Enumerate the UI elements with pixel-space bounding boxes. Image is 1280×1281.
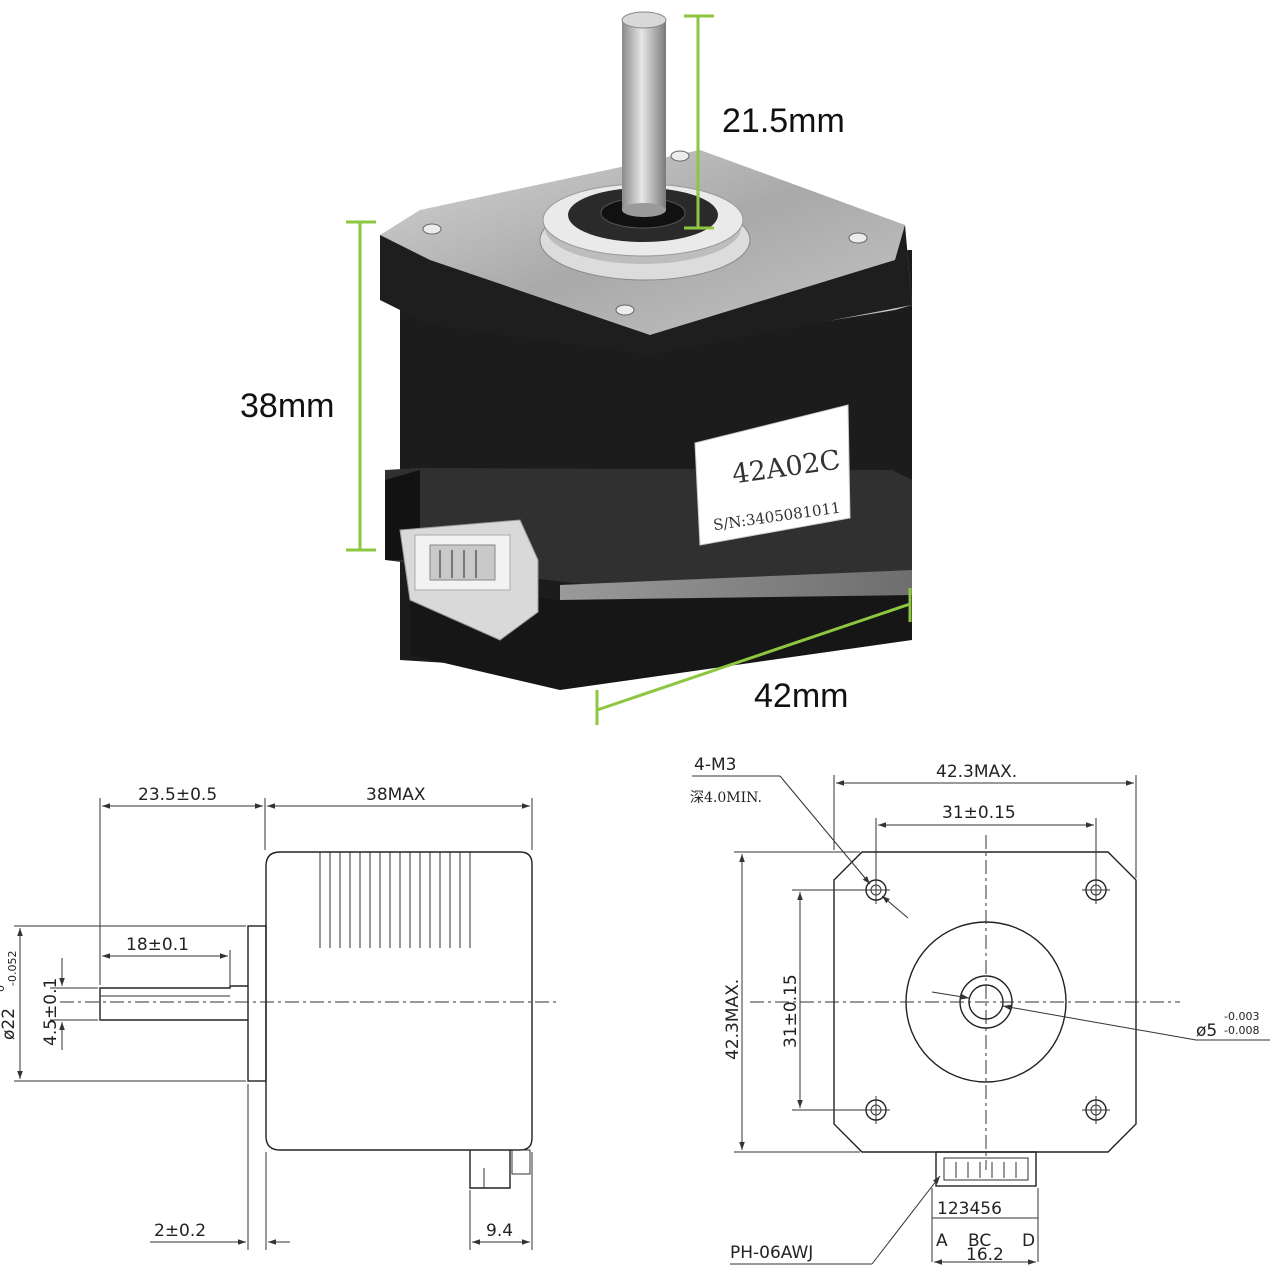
side-dim-boss-diameter-label: ø22 (0, 1008, 19, 1040)
front-dim-hole-spacing-v-label: 31±0.15 (781, 974, 801, 1048)
mounting-hole-bl (862, 1096, 890, 1124)
photo-dim-height-label: 38mm (240, 387, 334, 425)
photo-dim-shaft-label: 21.5mm (722, 102, 845, 140)
front-hole-spec-label: 4-M3 (694, 755, 736, 775)
front-dim-overall-height: 42.3MAX. (723, 851, 860, 1153)
side-dim-flat-length: 18±0.1 (102, 935, 231, 985)
side-dim-boss-tol-lower: -0.052 (6, 951, 19, 986)
side-dim-boss-height: 2±0.2 (150, 1084, 290, 1250)
front-dim-overall-width-label: 42.3MAX. (936, 762, 1017, 782)
side-view-drawing (60, 851, 560, 1189)
mounting-hole-tl (862, 876, 890, 904)
front-dim-overall-height-label: 42.3MAX. (723, 979, 743, 1060)
front-dim-hole-spacing-v: 31±0.15 (781, 889, 864, 1111)
side-dim-flat-length-label: 18±0.1 (126, 935, 189, 955)
front-dim-hole-spacing-h: 31±0.15 (875, 803, 1097, 878)
side-dim-connector: 9.4 (469, 1152, 533, 1250)
front-connector-pins: 123456 (937, 1199, 1002, 1219)
front-dim-hole-spec: 4-M3 深4.0MIN. (690, 755, 909, 919)
front-dim-shaft-dia: ø5 -0.003 -0.008 (931, 991, 1270, 1041)
front-dim-overall-width: 42.3MAX. (833, 762, 1137, 878)
front-connector (935, 1151, 1037, 1187)
front-dim-shaft-tol-upper: -0.003 (1224, 1010, 1259, 1023)
front-connector-model: PH-06AWJ (730, 1243, 813, 1263)
photo-dim-width: 42mm (595, 588, 912, 725)
side-dim-connector-label: 9.4 (486, 1221, 513, 1241)
side-dim-boss-diameter: ø22 0 -0.052 (0, 925, 246, 1082)
front-pin-bc: BC (968, 1231, 991, 1251)
side-dim-shaft-length-label: 23.5±0.5 (138, 785, 217, 805)
mounting-hole-br (1082, 1096, 1110, 1124)
front-hole-depth-label: 深4.0MIN. (690, 790, 762, 806)
front-dim-shaft-dia-label: ø5 (1196, 1021, 1217, 1041)
photo-dim-shaft: 21.5mm (684, 14, 845, 230)
mounting-hole-tr (1082, 876, 1110, 904)
cooling-fins (319, 852, 471, 948)
photo-dim-width-label: 42mm (754, 677, 848, 715)
side-dim-shaft-length: 23.5±0.5 (99, 785, 266, 985)
side-dim-body-length: 38MAX (267, 785, 533, 850)
front-dim-connector-width: 16.2 (966, 1245, 1004, 1265)
front-connector-labels: 123456 A BC D 16.2 PH-06AWJ (730, 1175, 1039, 1265)
front-view-drawing (750, 835, 1180, 1187)
side-dim-flat-width: 4.5±0.1 (41, 958, 98, 1050)
front-pin-a: A (936, 1231, 948, 1251)
front-pin-d: D (1022, 1231, 1035, 1251)
side-dim-flat-width-label: 4.5±0.1 (41, 978, 61, 1046)
front-dim-hole-spacing-h-label: 31±0.15 (942, 803, 1016, 823)
front-dim-shaft-tol-lower: -0.008 (1224, 1024, 1259, 1037)
photo-dim-height: 38mm (240, 220, 376, 552)
side-dim-body-length-label: 38MAX (366, 785, 426, 805)
side-dim-boss-tol-upper: 0 (0, 985, 7, 992)
motor-photo: 42A02C S/N:3405081011 (380, 11, 912, 690)
side-dim-boss-height-label: 2±0.2 (154, 1221, 206, 1241)
